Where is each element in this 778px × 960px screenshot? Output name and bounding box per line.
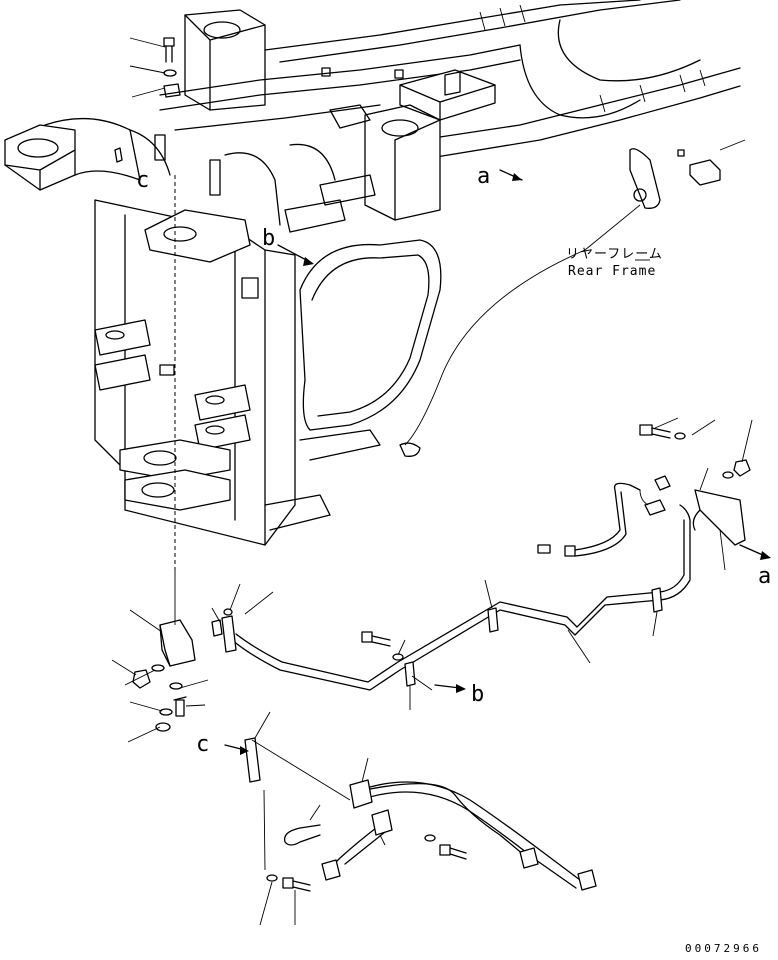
- callout-a-top: a: [477, 164, 491, 189]
- pipe-assembly-drawing: [111, 417, 753, 743]
- fastener-group-top: [163, 37, 181, 98]
- callout-b-mid: b: [471, 682, 485, 707]
- lug-bracket-drawing: [629, 148, 721, 209]
- callout-b-top: b: [262, 226, 276, 251]
- drawing-number: 00072966: [685, 942, 762, 955]
- rear-frame-drawing: [4, 0, 741, 570]
- rear-frame-label-en: Rear Frame: [568, 264, 657, 279]
- lower-hose-assembly-drawing: [224, 711, 597, 926]
- direction-arrows: [277, 169, 771, 693]
- callout-c-top: c: [136, 168, 150, 193]
- rear-frame-label-jp: リヤーフレーム: [566, 247, 663, 262]
- callout-c-bottom: c: [196, 732, 210, 757]
- leader-lines-frame: [129, 37, 746, 446]
- callout-a-right: a: [758, 564, 772, 589]
